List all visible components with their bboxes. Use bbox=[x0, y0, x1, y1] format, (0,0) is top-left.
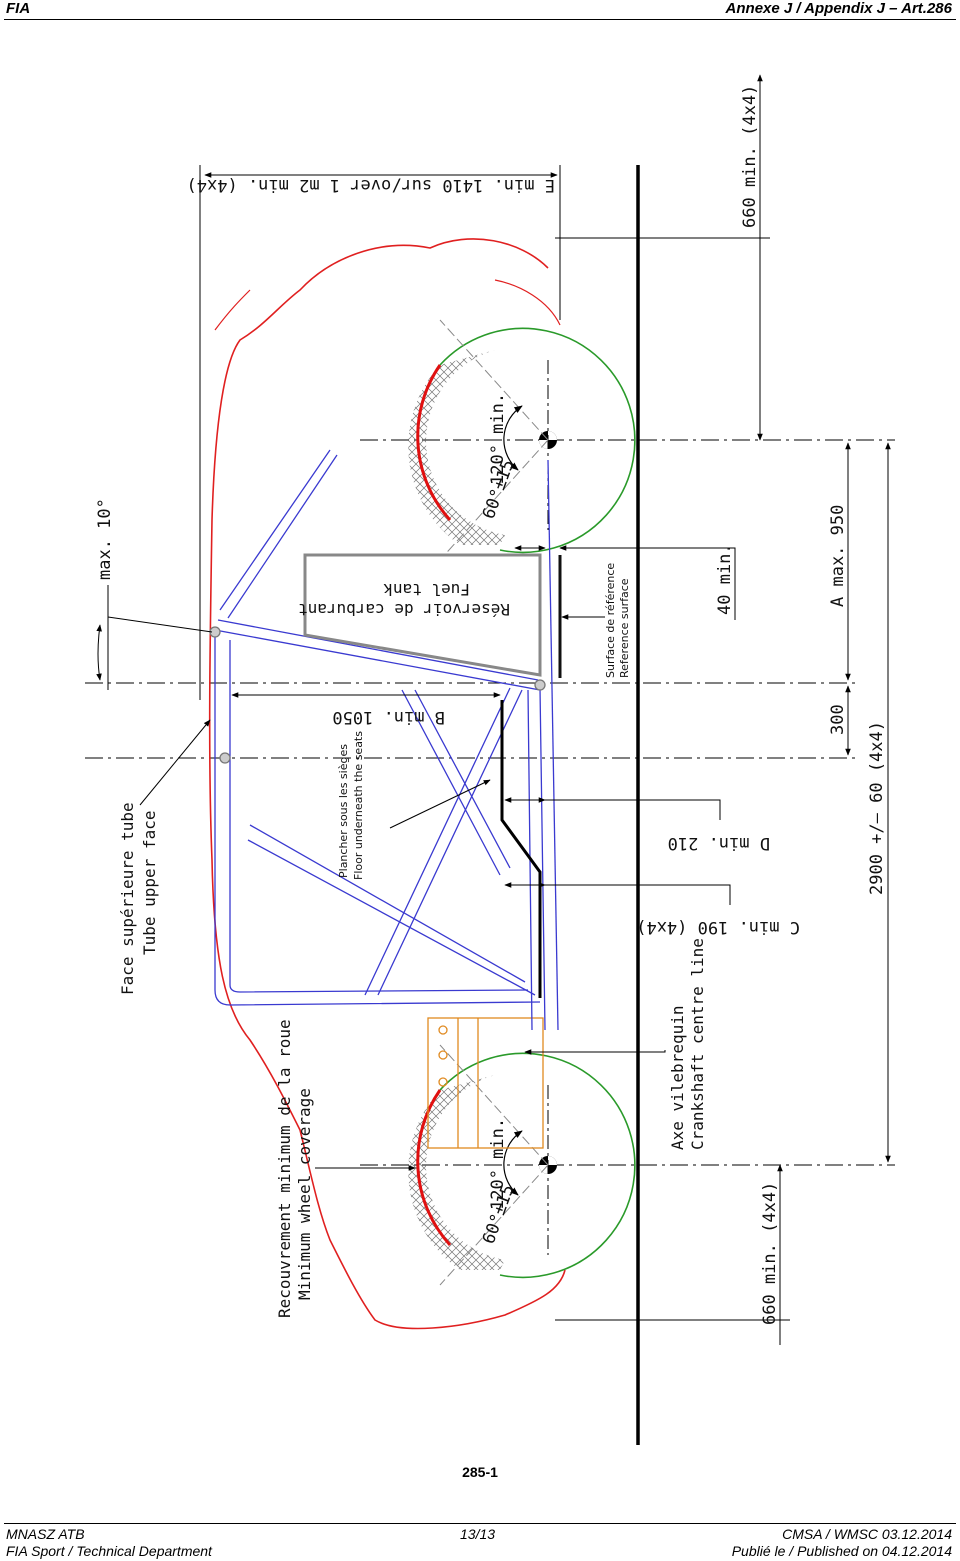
footer-rule bbox=[4, 1523, 956, 1524]
footer-page-number: 13/13 bbox=[460, 1526, 496, 1542]
dim-b-min: B min. 1050 bbox=[332, 707, 445, 727]
label-angle-120-rear: 120° min. bbox=[488, 1118, 508, 1210]
dim-max-10: max. 10° bbox=[95, 498, 115, 580]
label-cover-en: Minimum wheel coverage bbox=[295, 1088, 314, 1300]
label-cover-fr: Recouvrement minimum de la roue bbox=[275, 1019, 294, 1318]
label-crank-fr: Axe vilebrequin bbox=[668, 1006, 687, 1151]
label-crank-en: Crankshaft centre line bbox=[688, 938, 707, 1150]
technical-drawing: E min. 1410 sur/over 1 m2 min. (4x4) B m… bbox=[85, 74, 895, 1445]
label-tube-fr: Face supérieure tube bbox=[118, 802, 137, 995]
dim-300: 300 bbox=[828, 704, 848, 735]
label-ref-en: Reference surface bbox=[618, 578, 631, 678]
floor-line bbox=[500, 700, 542, 998]
header-left: FIA bbox=[6, 0, 31, 17]
footer-left-2: FIA Sport / Technical Department bbox=[6, 1543, 212, 1559]
body-outline bbox=[208, 238, 566, 1330]
header-right: Annexe J / Appendix J – Art.286 bbox=[725, 0, 952, 17]
footer-right-1: CMSA / WMSC 03.12.2014 bbox=[782, 1526, 952, 1542]
label-floor-fr: Plancher sous les sièges bbox=[337, 744, 350, 878]
page-header: FIA Annexe J / Appendix J – Art.286 bbox=[0, 0, 960, 20]
rear-wheel bbox=[408, 1044, 636, 1286]
dim-660-top: 660 min. (4x4) bbox=[740, 85, 760, 228]
label-angle-60-front: 60°±15 bbox=[479, 457, 519, 522]
engine-block bbox=[427, 1017, 544, 1149]
roll-cage bbox=[209, 449, 559, 1031]
dim-c-min: C min. 190 (4x4) bbox=[636, 917, 800, 937]
label-tank-fr: Réservoir de carburant bbox=[298, 600, 510, 619]
footer-right-2: Publié le / Published on 04.12.2014 bbox=[731, 1543, 952, 1559]
dim-660-bottom: 660 min. (4x4) bbox=[760, 1182, 780, 1325]
label-angle-60-rear: 60°±15 bbox=[479, 1182, 519, 1247]
header-rule bbox=[4, 19, 956, 20]
fuel-tank bbox=[303, 553, 542, 677]
label-floor-en: Floor underneath the seats bbox=[352, 731, 365, 880]
body-outline-inner bbox=[214, 279, 561, 331]
label-tank-en: Fuel tank bbox=[383, 580, 470, 599]
label-angle-120-front: 120° min. bbox=[488, 393, 508, 485]
dim-d-min: D min. 210 bbox=[668, 833, 770, 853]
label-ref-fr: Surface de référence bbox=[604, 563, 617, 678]
dim-a-max: A max. 950 bbox=[828, 505, 848, 607]
front-wheel bbox=[408, 319, 636, 561]
figure-label: 285-1 bbox=[462, 1464, 498, 1480]
page-footer: MNASZ ATB 13/13 CMSA / WMSC 03.12.2014 F… bbox=[0, 1520, 960, 1561]
dim-e-min: E min. 1410 sur/over 1 m2 min. (4x4) bbox=[187, 175, 555, 195]
label-tube-en: Tube upper face bbox=[140, 811, 159, 956]
dim-wheelbase: 2900 +/– 60 (4x4) bbox=[867, 721, 887, 895]
footer-left-1: MNASZ ATB bbox=[6, 1526, 85, 1542]
dim-40-min: 40 min. bbox=[715, 543, 735, 615]
